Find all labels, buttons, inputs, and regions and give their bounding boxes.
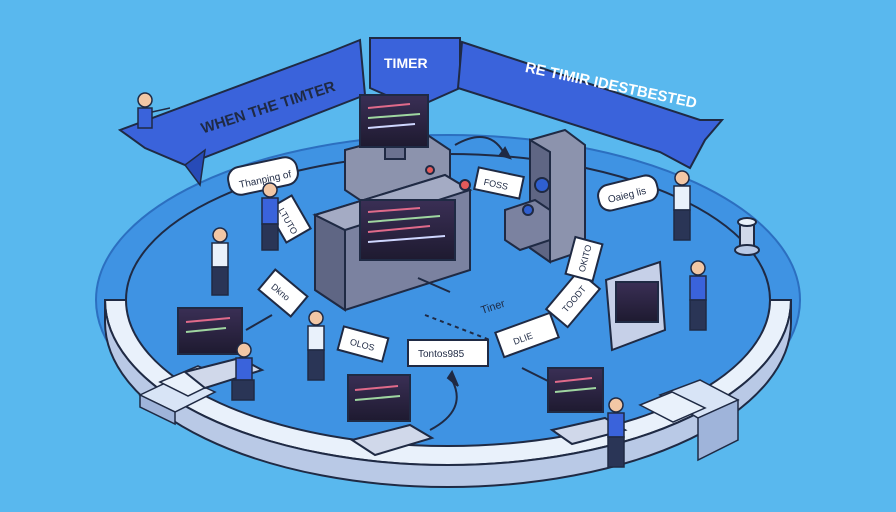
person-seated-left — [231, 342, 255, 401]
card-dlie: DLIE — [494, 311, 560, 359]
person-left-2 — [211, 227, 229, 296]
card-toodt: TOODT — [544, 269, 602, 329]
person-right-1 — [673, 170, 691, 241]
card-tontos: Tontos985 — [407, 339, 489, 367]
bubble-right: Oaieg lis — [597, 174, 659, 212]
workstation-bottom — [347, 374, 435, 457]
card-dkno: Dkno — [257, 268, 309, 318]
person-top-left — [137, 92, 171, 129]
person-bottom-right — [607, 397, 625, 468]
card-foss-label: FOSS — [483, 177, 509, 192]
pedestal — [734, 217, 760, 256]
person-left-1 — [261, 182, 279, 251]
workstation-far-right — [604, 260, 667, 352]
person-left-3 — [307, 310, 325, 381]
person-right-2 — [689, 260, 707, 331]
workstation-right — [547, 367, 628, 446]
banner-center-label: TIMER — [384, 55, 428, 71]
central-server — [312, 94, 473, 312]
card-foss: FOSS — [473, 166, 525, 200]
bubble-left: Thanping of — [227, 156, 299, 196]
stairs-right — [638, 379, 740, 462]
flow-arrows — [245, 136, 551, 431]
card-tontos-label: Tontos985 — [418, 349, 465, 360]
banner-center: TIMER — [369, 37, 461, 110]
server-screen-code — [367, 103, 446, 243]
card-olos: OLOS — [336, 325, 390, 363]
card-okito: OKITO — [564, 235, 604, 283]
